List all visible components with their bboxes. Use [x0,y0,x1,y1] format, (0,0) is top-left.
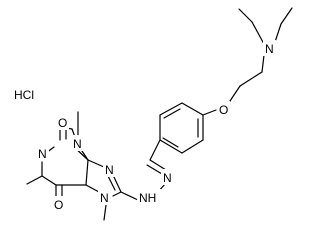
bond [107,175,116,191]
bond [41,175,57,186]
atom-labels: HCl N O N NH N N N O N O [12,40,276,215]
bond [251,21,265,45]
n7-nitrogen: N [100,191,109,205]
ether-oxygen: O [219,103,228,117]
carbonyl-oxygen-bottom: O [54,198,63,212]
n9-nitrogen: N [105,163,114,177]
bond [159,139,183,154]
bond [261,54,265,73]
n1-nitrogen: N [38,147,47,161]
structure-diagram: HCl N O N NH N N N O N O [12,7,293,221]
salt-label: HCl [14,88,34,102]
bond [87,159,105,168]
bond [26,175,43,185]
bond [85,159,89,186]
bond [238,8,253,23]
bond [181,102,204,116]
bond [112,174,122,193]
bond [163,108,181,119]
bond [85,184,100,193]
bond [149,139,161,161]
bond [146,164,163,175]
hydrazone-nh: NH [139,191,156,205]
carbonyl-oxygen-top: O [58,116,67,130]
bond [112,191,122,197]
bond [120,191,139,201]
amine-nitrogen: N [265,42,274,56]
bond [103,204,107,221]
bond [181,139,204,154]
bond [162,137,179,148]
bond [149,159,167,171]
n3-nitrogen: N [73,137,82,151]
imine-nitrogen: N [163,171,172,185]
bonds [26,7,293,221]
bond [202,109,217,116]
bond [280,7,293,25]
bond [239,71,263,87]
bond [274,23,282,43]
bond [159,102,183,116]
